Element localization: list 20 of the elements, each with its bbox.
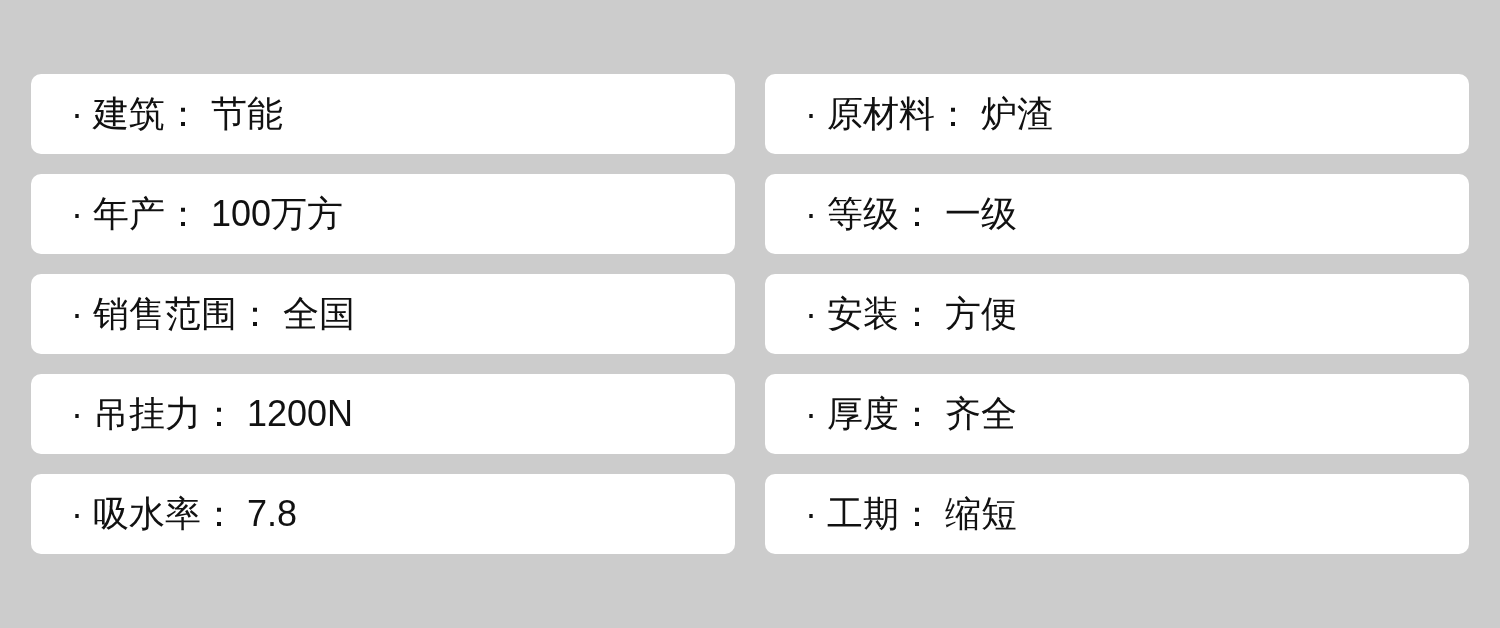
- info-card: [765, 74, 1469, 154]
- info-card: [765, 374, 1469, 454]
- info-card: [765, 274, 1469, 354]
- info-card: [765, 174, 1469, 254]
- card-text: · 原材料： 炉渣: [805, 91, 1053, 136]
- info-card: [31, 274, 735, 354]
- card-text: · 销售范围： 全国: [71, 291, 355, 336]
- info-card: [31, 474, 735, 554]
- info-card: [31, 74, 735, 154]
- card-text: · 吊挂力： 1200N: [71, 391, 354, 436]
- card-text: · 吸水率： 7.8: [71, 491, 298, 536]
- card-text: · 工期： 缩短: [805, 491, 1017, 536]
- info-card: [31, 374, 735, 454]
- info-card: [765, 474, 1469, 554]
- info-card: [31, 174, 735, 254]
- card-text: · 厚度： 齐全: [805, 391, 1017, 436]
- card-text: · 建筑： 节能: [71, 91, 283, 136]
- card-text: · 安装： 方便: [805, 291, 1017, 336]
- card-text: · 等级： 一级: [805, 191, 1017, 236]
- card-text: · 年产： 100万方: [71, 191, 344, 236]
